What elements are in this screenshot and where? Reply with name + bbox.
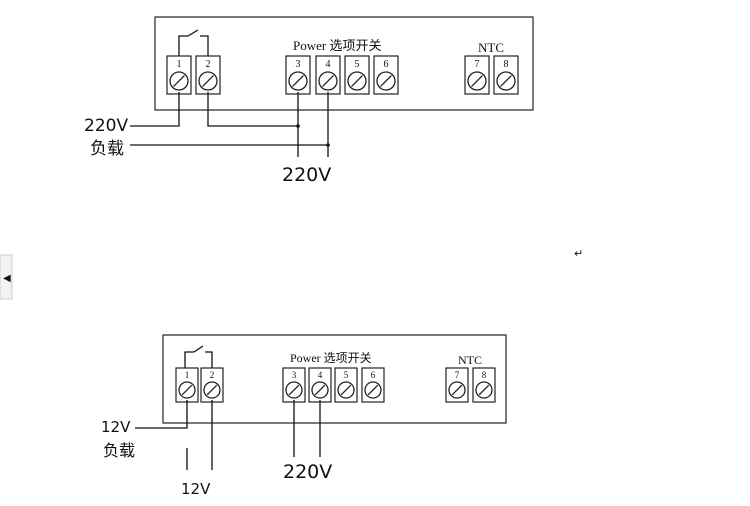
terminal-number: 2 [210, 370, 215, 380]
terminal-2: 2 [200, 367, 224, 403]
screw-slot [292, 75, 304, 87]
terminal-block: 1 2 3 4 5 6 7 8 [175, 367, 496, 403]
load-label: 负载 [90, 139, 124, 159]
screw-slot [206, 384, 218, 396]
terminal-number: 5 [355, 59, 360, 70]
supply-12v-label: 12V [101, 418, 131, 436]
terminal-5: 5 [344, 55, 370, 95]
diagram-12v: Power 选项开关 NTC 1 2 3 4 5 6 7 8 12V 负载 12V 220V [101, 334, 507, 498]
side-arrow-icon: ◀ [3, 273, 11, 284]
side-scroll-tab[interactable]: ◀ [0, 254, 13, 300]
terminal-number: 6 [384, 59, 389, 70]
terminal-5: 5 [334, 367, 358, 403]
terminal-number: 2 [206, 59, 211, 70]
terminal-6: 6 [361, 367, 385, 403]
terminal-3: 3 [282, 367, 306, 403]
power-switch-header: Power 选项开关 [290, 351, 372, 365]
terminal-number: 3 [296, 59, 301, 70]
screw-slot [288, 384, 300, 396]
screw-slot [314, 384, 326, 396]
screw-slot [380, 75, 392, 87]
screw-slot [340, 384, 352, 396]
screw-slot [471, 75, 483, 87]
screw-slot [202, 75, 214, 87]
relay-contact-symbol [184, 345, 213, 370]
terminal-number: 7 [455, 370, 460, 380]
terminal-number: 8 [504, 59, 509, 70]
terminal-2: 2 [195, 55, 221, 95]
load-label: 负载 [103, 441, 135, 460]
paragraph-mark: ↵ [574, 247, 583, 260]
terminal-number: 8 [482, 370, 487, 380]
wiring [135, 400, 321, 470]
terminal-3: 3 [285, 55, 311, 95]
supply-220v-label: 220V [283, 461, 332, 483]
terminal-number: 5 [344, 370, 349, 380]
ntc-header: NTC [478, 40, 504, 55]
terminal-number: 6 [371, 370, 376, 380]
diagram-220v: Power 选项开关 NTC 1 2 3 4 5 6 7 8 220V 负载 220V [84, 16, 534, 186]
terminal-number: 3 [292, 370, 297, 380]
terminal-number: 7 [475, 59, 480, 70]
wiring [130, 92, 330, 157]
relay-contact-symbol [178, 29, 209, 58]
screw-slot [322, 75, 334, 87]
screw-slot [451, 384, 463, 396]
screw-slot [500, 75, 512, 87]
terminal-4: 4 [308, 367, 332, 403]
terminal-number: 4 [326, 59, 331, 70]
terminal-8: 8 [472, 367, 496, 403]
terminal-6: 6 [373, 55, 399, 95]
supply-220v-bottom-label: 220V [282, 164, 331, 186]
screw-slot [173, 75, 185, 87]
terminal-number: 1 [177, 59, 182, 70]
terminal-1: 1 [166, 55, 192, 95]
terminal-7: 7 [464, 55, 490, 95]
terminal-8: 8 [493, 55, 519, 95]
screw-slot [181, 384, 193, 396]
screw-slot [478, 384, 490, 396]
supply-12v-bottom-label: 12V [181, 480, 211, 498]
screw-slot [367, 384, 379, 396]
screw-slot [351, 75, 363, 87]
ntc-header: NTC [458, 353, 482, 367]
terminal-number: 4 [318, 370, 323, 380]
supply-220v-label: 220V [84, 116, 128, 136]
terminal-7: 7 [445, 367, 469, 403]
terminal-4: 4 [315, 55, 341, 95]
terminal-1: 1 [175, 367, 199, 403]
power-switch-header: Power 选项开关 [293, 38, 381, 53]
terminal-number: 1 [185, 370, 190, 380]
